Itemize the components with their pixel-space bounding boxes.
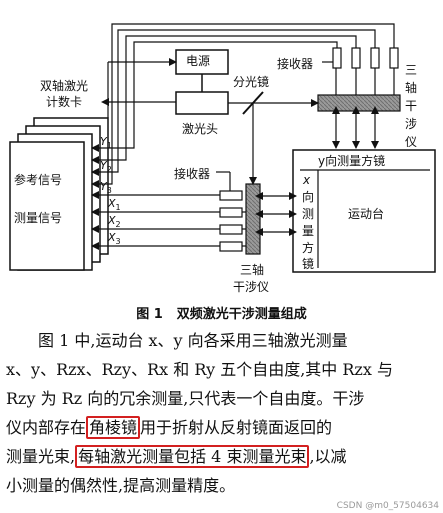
receiver-mid-label: 接收器 xyxy=(174,166,210,181)
svg-text:X1: X1 xyxy=(107,197,121,212)
paragraph-line-2: x、y、Rzx、Rzy、Rx 和 Ry 五个自由度,其中 Rzx 与 xyxy=(6,360,393,379)
motion-stage-label: 运动台 xyxy=(348,206,384,221)
figure-caption-number: 图 1 xyxy=(136,307,163,322)
svg-text:X3: X3 xyxy=(107,231,121,246)
paragraph-line-4-pre: 仪内部存在 xyxy=(6,418,87,437)
counter-card-stack xyxy=(9,117,109,271)
paragraph-line-6: 小测量的偶然性,提高测量精度。 xyxy=(6,476,236,495)
figure-caption: 图 1 双频激光干涉测量组成 xyxy=(0,303,443,322)
receiver-top-boxes xyxy=(332,47,399,69)
svg-text:干: 干 xyxy=(405,99,417,113)
laser-head-box xyxy=(175,91,229,115)
svg-text:X2: X2 xyxy=(107,214,121,229)
svg-text:向: 向 xyxy=(302,189,314,204)
svg-text:Y1: Y1 xyxy=(100,135,112,150)
highlight-four-beams: 每轴激光测量包括 4 束测量光束 xyxy=(75,445,310,468)
receiver-mid-boxes xyxy=(219,190,243,252)
paragraph-line-3: Rzy 为 Rz 向的冗余测量,只代表一个自由度。干涉 xyxy=(6,389,365,408)
measure-signal-label: 测量信号 xyxy=(14,211,62,225)
counter-card-label-1: 双轴激光 xyxy=(40,78,88,93)
paragraph-line-4: 仪内部存在角棱镜用于折射从反射镜面返回的 xyxy=(6,413,438,442)
svg-text:镜: 镜 xyxy=(302,256,314,271)
y-signal-labels: Y1 Y2 Y3 xyxy=(100,135,112,195)
interferometer-bottom-label-1: 三轴 xyxy=(240,262,264,277)
body-paragraph: 图 1 中,运动台 x、y 向各采用三轴激光测量 x、y、Rzx、Rzy、Rx … xyxy=(6,326,438,500)
svg-text:仪: 仪 xyxy=(405,135,417,149)
svg-text:x: x xyxy=(302,173,311,187)
svg-text:量: 量 xyxy=(302,224,314,238)
power-supply-box xyxy=(175,49,229,75)
highlight-corner-prism: 角棱镜 xyxy=(86,416,141,439)
x-signal-labels: X1 X2 X3 xyxy=(107,197,121,246)
figure-caption-text: 双频激光干涉测量组成 xyxy=(176,307,307,322)
x-mirror-label: x 向 测 量 方 镜 xyxy=(302,173,314,271)
svg-text:方: 方 xyxy=(302,240,314,255)
counter-card-label-2: 计数卡 xyxy=(46,94,82,109)
svg-text:三: 三 xyxy=(405,63,417,77)
y-mirror-label: y向测量方镜 xyxy=(318,153,385,168)
watermark: CSDN @m0_57504634 xyxy=(336,501,439,511)
svg-text:涉: 涉 xyxy=(405,117,417,131)
interferometer-bottom-label-2: 干涉仪 xyxy=(233,280,269,294)
svg-text:Y2: Y2 xyxy=(100,159,112,174)
top-interferometer-bar xyxy=(317,94,401,112)
paragraph-line-5: 测量光束,每轴激光测量包括 4 束测量光束,以减 xyxy=(6,442,438,471)
laser-head-label: 激光头 xyxy=(182,122,218,136)
paragraph-line-4-post: 用于折射从反射镜面返回的 xyxy=(140,418,333,437)
svg-text:Y3: Y3 xyxy=(100,180,112,195)
paragraph-line-1: 图 1 中,运动台 x、y 向各采用三轴激光测量 xyxy=(38,331,348,350)
interferometer-right-label: 三 轴 干 涉 仪 xyxy=(405,63,417,149)
receiver-top-label: 接收器 xyxy=(277,56,313,71)
paragraph-line-5-post: ,以减 xyxy=(309,447,347,466)
figure-diagram: 参考信号 测量信号 双轴激光 计数卡 电源 激光头 分光镜 三 轴 干 涉 仪 … xyxy=(9,23,436,294)
svg-text:测: 测 xyxy=(302,207,314,221)
reference-signal-label: 参考信号 xyxy=(14,172,62,187)
bottom-interferometer-bar xyxy=(245,183,261,255)
paragraph-line-5-pre: 测量光束, xyxy=(6,447,76,466)
svg-text:轴: 轴 xyxy=(405,80,417,95)
power-supply-label: 电源 xyxy=(186,54,210,68)
beam-splitter-label: 分光镜 xyxy=(233,74,269,89)
